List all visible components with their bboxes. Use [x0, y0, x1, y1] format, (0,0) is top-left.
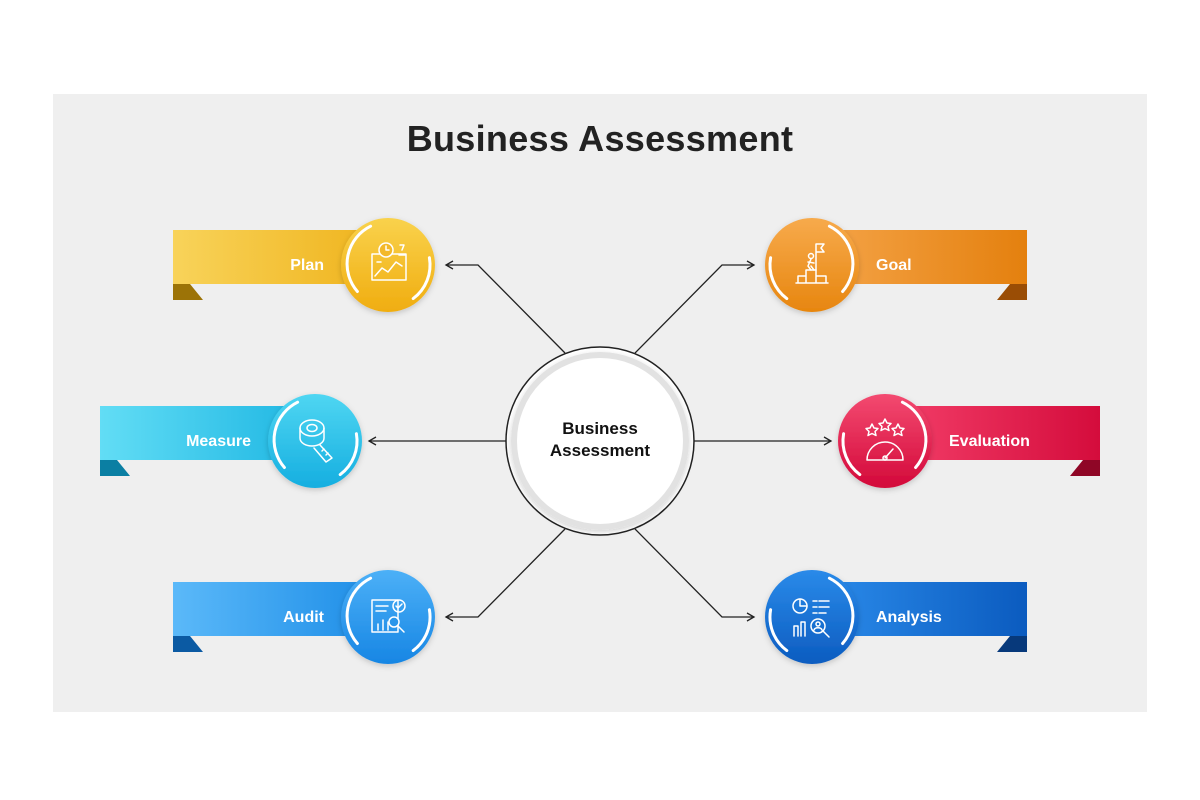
- node-measure: [100, 394, 362, 488]
- node-audit: [173, 570, 435, 664]
- node-goal: [765, 218, 1027, 312]
- connectors: [367, 260, 833, 622]
- hub-label: Business Assessment: [520, 418, 680, 462]
- node-analysis: [765, 570, 1027, 664]
- plan-chart-icon: [371, 242, 407, 281]
- hub-label-line1: Business: [562, 419, 638, 438]
- hub-label-line2: Assessment: [549, 441, 651, 460]
- hub-circle: [505, 346, 695, 536]
- goal-flag-icon: [795, 243, 829, 284]
- plan-label: Plan: [290, 257, 324, 274]
- rating-gauge-icon: [865, 418, 905, 461]
- audit-label: Audit: [283, 609, 324, 626]
- connector-audit: [444, 528, 566, 622]
- analysis-label: Analysis: [876, 609, 942, 626]
- connector-plan: [444, 260, 566, 354]
- node-evaluation: [838, 394, 1100, 488]
- measuring-tape-icon: [299, 419, 333, 463]
- node-plan: [173, 218, 435, 312]
- page-title: Business Assessment: [406, 118, 794, 159]
- measure-label: Measure: [186, 433, 251, 450]
- evaluation-label: Evaluation: [949, 433, 1030, 450]
- analysis-report-icon: [792, 598, 830, 638]
- connector-goal: [634, 260, 756, 354]
- goal-label: Goal: [876, 257, 912, 274]
- connector-analysis: [634, 528, 756, 622]
- audit-report-icon: [371, 599, 406, 633]
